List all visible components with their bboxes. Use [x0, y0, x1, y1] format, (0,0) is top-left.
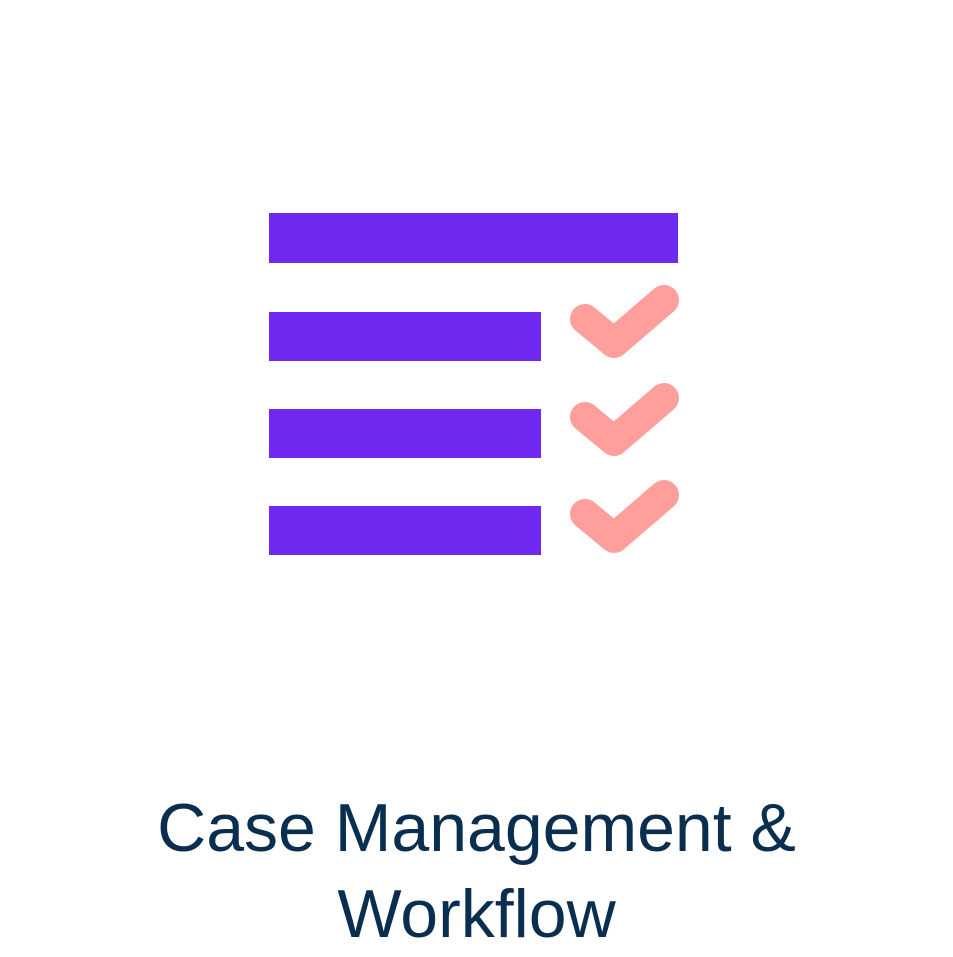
checklist-header-bar [269, 213, 678, 263]
tile-caption: Case Management & Workflow [0, 785, 953, 957]
tile-caption-line-2: Workflow [337, 876, 616, 952]
checklist-item-bar [269, 312, 541, 361]
checkmark-icon [570, 383, 679, 456]
checklist-icon [260, 205, 690, 565]
checklist-item-bar [269, 506, 541, 555]
tile-caption-line-1: Case Management & [157, 790, 796, 866]
checkmark-icon [570, 480, 679, 553]
checklist-item-bar [269, 409, 541, 458]
checkmark-icon [570, 285, 679, 358]
